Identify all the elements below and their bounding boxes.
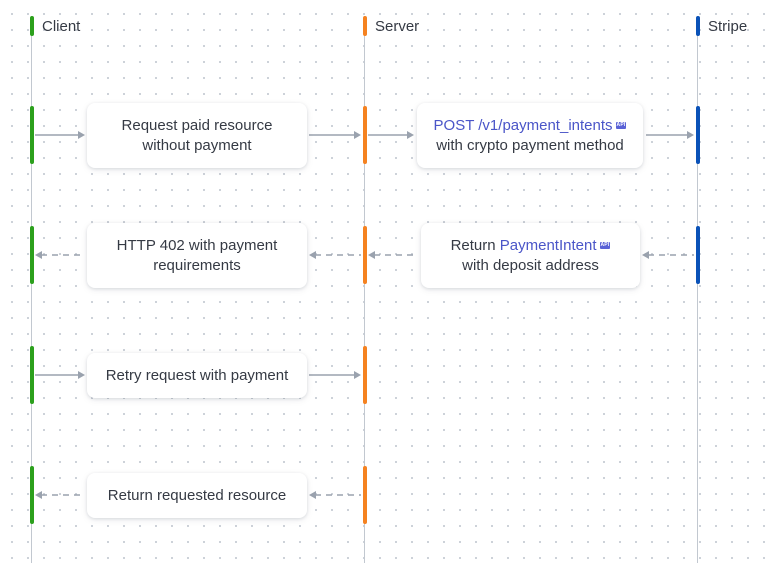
payment-intent-link[interactable]: PaymentIntent [499, 236, 597, 254]
stripe-activation [696, 226, 700, 284]
server-lifeline [364, 16, 365, 563]
actor-client-label: Client [42, 17, 81, 35]
client-color-bar [30, 16, 34, 36]
arrow-retry-to-server [309, 370, 361, 380]
server-color-bar [363, 16, 367, 36]
post-payment-intents-link[interactable]: POST /v1/payment_intents [433, 116, 613, 134]
stripe-lifeline [697, 16, 698, 563]
server-activation [363, 106, 367, 164]
client-activation [30, 226, 34, 284]
server-activation [363, 466, 367, 524]
client-activation [30, 466, 34, 524]
client-activation [30, 346, 34, 404]
arrow-stripe-to-intent [642, 250, 694, 260]
arrow-intent-to-server [368, 250, 418, 260]
arrow-retry-to-box [35, 370, 85, 380]
api-badge-icon: API [599, 242, 611, 250]
actor-server-label: Server [375, 17, 420, 35]
step-http-402-line1: HTTP 402 with payment [116, 236, 278, 254]
stripe-activation [696, 106, 700, 164]
arrow-server-to-402 [309, 250, 361, 260]
arrow-request-to-box [35, 130, 85, 140]
client-lifeline [31, 16, 32, 563]
server-activation [363, 346, 367, 404]
step-return-resource: Return requested resource [87, 473, 307, 518]
arrow-server-to-resource [309, 490, 361, 500]
actor-server: Server [363, 16, 419, 36]
step-retry-request-line1: Retry request with payment [105, 366, 289, 384]
stripe-color-bar [696, 16, 700, 36]
arrow-server-to-post [368, 130, 414, 140]
step-return-resource-line1: Return requested resource [107, 486, 287, 504]
arrow-402-to-client [35, 250, 85, 260]
step-request-unpaid: Request paid resource without payment [87, 103, 307, 168]
step-request-unpaid-line2: without payment [142, 136, 252, 154]
step-post-payment-intent-line2: with crypto payment method [436, 136, 624, 154]
step-return-payment-intent-line2: with deposit address [462, 256, 599, 274]
step-retry-request: Retry request with payment [87, 353, 307, 398]
actor-client: Client [30, 16, 80, 36]
arrow-resource-to-client [35, 490, 85, 500]
arrow-post-to-stripe [646, 130, 694, 140]
step-http-402: HTTP 402 with payment requirements [87, 223, 307, 288]
actor-stripe: Stripe [696, 16, 747, 36]
client-activation [30, 106, 34, 164]
arrow-request-to-server [309, 130, 361, 140]
actor-stripe-label: Stripe [708, 17, 748, 35]
api-badge-icon: API [615, 122, 627, 130]
server-activation [363, 226, 367, 284]
return-prefix: Return [450, 236, 500, 254]
step-http-402-line2: requirements [153, 256, 241, 274]
step-request-unpaid-line1: Request paid resource [121, 116, 273, 134]
